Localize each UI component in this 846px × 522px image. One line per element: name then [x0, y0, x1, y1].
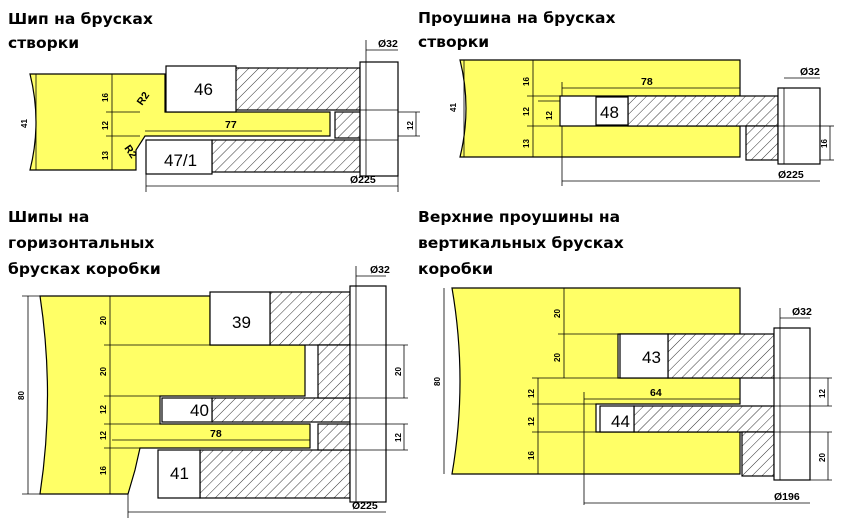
q3-cutter-hatched-mid [211, 397, 351, 423]
q4-seg-left-label-1: 12 [527, 389, 536, 398]
title-q4-line2: вертикальных брусках [418, 234, 624, 252]
q4-seg-top-label-2: 20 [553, 353, 562, 362]
q4-seg-left-label-3: 16 [527, 451, 536, 460]
q3-right-label-12: 12 [394, 433, 403, 442]
q2-bore-label: Ø32 [800, 66, 820, 78]
q4-diameter-label: Ø196 [774, 491, 800, 503]
title-q4-line1: Верхние проушины на [418, 208, 620, 226]
q1-cutter-47 [145, 139, 213, 175]
q4-cutter-hatched-bottom [741, 431, 775, 477]
q4-right-label-20: 20 [818, 453, 827, 462]
q3-right-label-20: 20 [394, 367, 403, 376]
q4-height-label: 80 [433, 377, 442, 386]
q1-diameter-label: Ø225 [350, 174, 376, 186]
diagram-q1: 46 47/1 41 16 12 13 R2 R2 77 12 Ø32 Ø225 [20, 38, 420, 192]
q2-cutter-label-48: 48 [600, 103, 619, 122]
q4-seg-left-label-2: 12 [527, 417, 536, 426]
q3-seg-label-1: 20 [99, 316, 108, 325]
q3-cutter-hatched-side2 [317, 423, 351, 451]
q3-cutter-41 [157, 449, 201, 499]
q1-seg-label-13: 13 [101, 151, 110, 160]
q3-length-label: 78 [210, 428, 222, 440]
q4-cutter-label-43: 43 [642, 348, 661, 367]
q4-cutter-43 [619, 333, 669, 379]
q4-seg-top-label-1: 20 [553, 309, 562, 318]
q4-right-label-12: 12 [818, 389, 827, 398]
q1-cutter-label-47: 47/1 [164, 151, 197, 170]
title-q2-line1: Проушина на брусках [418, 9, 615, 27]
q3-cutter-label-41: 41 [170, 464, 189, 483]
title-q2-line2: створки [418, 33, 489, 51]
q2-seg-label-13: 13 [522, 139, 531, 148]
q2-seg-label-16: 16 [522, 77, 531, 86]
title-q3-line2: горизонтальных [8, 234, 154, 252]
q4-cutter-hatched-upper [667, 333, 775, 379]
q4-workpiece [451, 287, 741, 475]
q1-cutter-label-46: 46 [194, 80, 213, 99]
q3-diameter-label: Ø225 [352, 500, 378, 512]
diagram-q3: 39 40 41 80 20 20 12 12 16 78 20 12 Ø32 … [17, 264, 408, 518]
q3-cutter-hatched-side1 [317, 344, 351, 399]
q1-length-label: 77 [225, 119, 237, 131]
q4-cutter-hatched-lower [633, 405, 775, 433]
q1-cutter-46 [165, 65, 237, 113]
q1-cutter-hatched-mid [334, 111, 361, 139]
q3-bore-label: Ø32 [370, 264, 390, 276]
title-q3-line1: Шипы на [8, 208, 89, 226]
q2-seg-label-12: 12 [522, 107, 531, 116]
q4-cutter-44 [599, 405, 635, 433]
q2-cutter-hatched-lower [745, 125, 779, 161]
q3-cutter-label-39: 39 [232, 313, 251, 332]
q1-workpiece [29, 73, 331, 171]
q3-cutter-40 [161, 397, 213, 423]
diagram-q4: 43 44 80 20 20 12 12 16 64 12 20 Ø32 Ø19… [433, 287, 832, 505]
q1-bore-label: Ø32 [378, 38, 398, 50]
q3-cutter-label-40: 40 [190, 401, 209, 420]
q2-diameter-label: Ø225 [778, 169, 804, 181]
q1-cutter-hatched-bottom [211, 139, 361, 173]
q3-seg-label-4: 12 [99, 431, 108, 440]
q1-seg-label-16: 16 [101, 93, 110, 102]
q4-length-label: 64 [650, 387, 662, 399]
diagram-q2: 48 41 16 12 13 78 12 Ø32 16 Ø225 [449, 59, 834, 186]
q2-cutter-hatched-disc [627, 95, 779, 127]
q3-seg-label-3: 12 [99, 405, 108, 414]
title-q4-line3: коробки [418, 260, 493, 278]
title-q1-line1: Шип на брусках [8, 10, 153, 28]
q2-length-label: 78 [641, 76, 653, 88]
q2-cutter-48 [595, 96, 629, 126]
q2-height-label: 41 [449, 103, 458, 112]
q3-cutter-39 [209, 291, 271, 346]
q3-seg-label-5: 16 [99, 466, 108, 475]
q1-seg-label-12: 12 [101, 121, 110, 130]
title-q3-line3: брусках коробки [8, 260, 161, 278]
q1-tip-label: 12 [406, 121, 415, 130]
q4-bore-label: Ø32 [792, 306, 812, 318]
q3-spindle [349, 285, 387, 503]
q3-cutter-hatched-top [269, 291, 351, 346]
q2-tip-label: 12 [545, 111, 554, 120]
q1-height-label: 41 [20, 119, 29, 128]
q3-height-label: 80 [17, 391, 26, 400]
q1-cutter-hatched-top [234, 67, 361, 111]
q4-cutter-label-44: 44 [611, 412, 630, 431]
q3-seg-label-2: 20 [99, 367, 108, 376]
q3-cutter-hatched-bottom [199, 449, 351, 499]
q2-right-label: 16 [820, 139, 829, 148]
title-q1-line2: створки [8, 34, 79, 52]
q4-spindle [773, 327, 811, 481]
